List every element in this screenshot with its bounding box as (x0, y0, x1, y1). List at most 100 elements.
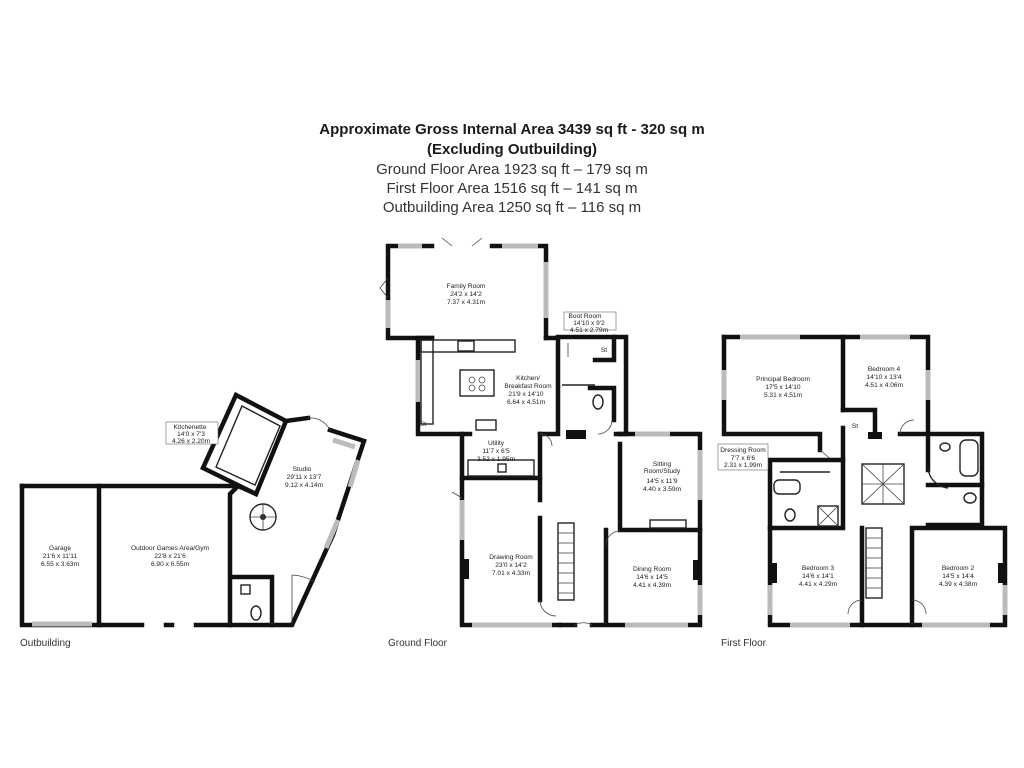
room-principal-bedroom: Principal Bedroom 17'5 x 14'10 5.31 x 4.… (756, 376, 810, 399)
ground-floor-plan (379, 237, 703, 628)
chimney-breast (566, 430, 586, 439)
room-dressing-room: Dressing Room 7'7 x 6'6 2.31 x 1.99m (717, 443, 769, 471)
svg-text:21'6 x 11'11: 21'6 x 11'11 (43, 553, 78, 560)
svg-text:4.41 x 4.39m: 4.41 x 4.39m (633, 582, 672, 589)
boot-store-wall (592, 334, 617, 363)
svg-text:4.51 x 2.79m: 4.51 x 2.79m (570, 327, 609, 334)
dining-room-fireplace (693, 560, 700, 580)
kitchen-store-label: St (420, 421, 426, 428)
svg-text:7.37 x 4.31m: 7.37 x 4.31m (447, 299, 486, 306)
svg-text:Studio: Studio (293, 466, 312, 473)
title-excluding: (Excluding Outbuilding) (427, 141, 597, 158)
svg-text:22'8 x 21'6: 22'8 x 21'6 (154, 553, 186, 560)
kitchen-counter-top (420, 339, 516, 353)
svg-text:Utility: Utility (488, 440, 505, 447)
corner-shower (927, 467, 949, 489)
svg-text:Principal Bedroom: Principal Bedroom (756, 376, 810, 383)
room-bedroom-4: Bedroom 4 14'10 x 13'4 4.51 x 4.06m (865, 366, 904, 389)
family-side-doors (379, 277, 389, 299)
svg-text:Kitchen/: Kitchen/ (516, 375, 540, 382)
boot-wc-wall (587, 385, 617, 423)
family-bathroom-wall (925, 431, 985, 528)
svg-text:2.31 x 1.99m: 2.31 x 1.99m (724, 462, 763, 469)
room-studio: Studio 29'11 x 13'7 9.12 x 4.14m (285, 466, 324, 489)
utility-wall (459, 431, 543, 481)
kitchenette-counter (215, 405, 281, 486)
boot-wc-icon (592, 394, 604, 410)
room-outdoor-games: Outdoor Games Area/Gym 22'8 x 21'6 6.90 … (131, 545, 210, 568)
svg-text:14'10 x 13'4: 14'10 x 13'4 (866, 374, 901, 381)
svg-text:Sitting: Sitting (653, 461, 672, 468)
svg-text:Boot Room: Boot Room (569, 313, 602, 320)
studio-door (291, 574, 316, 625)
room-sitting-room: Sitting Room/Study 14'5 x 11'9 4.40 x 3.… (643, 461, 682, 493)
svg-text:4.26 x 2.20m: 4.26 x 2.20m (172, 438, 211, 445)
studio-window-top (332, 437, 356, 450)
svg-text:17'5 x 14'10: 17'5 x 14'10 (765, 384, 800, 391)
svg-text:Outdoor Games Area/Gym: Outdoor Games Area/Gym (131, 545, 210, 552)
svg-text:Bedroom 3: Bedroom 3 (802, 565, 835, 572)
boot-room-label-box (563, 311, 617, 331)
svg-text:6.90 x 6.55m: 6.90 x 6.55m (151, 561, 190, 568)
bedroom2-wall (909, 525, 1008, 628)
boot-store-label: St (601, 347, 607, 354)
bedroom4-lower-wall (840, 407, 878, 437)
svg-text:4.41 x 4.29m: 4.41 x 4.29m (799, 581, 838, 588)
first-floor-area: First Floor Area 1516 sq ft – 141 sq m (386, 180, 638, 197)
shower-ensuite (817, 505, 839, 527)
studio-door-arc (307, 417, 331, 431)
svg-text:14'5 x 14'4: 14'5 x 14'4 (942, 573, 974, 580)
svg-text:Family Room: Family Room (447, 283, 486, 290)
svg-text:9.12 x 4.14m: 9.12 x 4.14m (285, 482, 324, 489)
room-drawing-room: Drawing Room 23'0 x 14'2 7.01 x 4.33m (489, 554, 533, 577)
bath-family (959, 439, 979, 477)
caption-ground-floor: Ground Floor (388, 638, 448, 649)
caption-first-floor: First Floor (721, 638, 767, 649)
ground-staircase (557, 522, 575, 601)
caption-outbuilding: Outbuilding (20, 638, 71, 649)
svg-text:29'11 x 13'7: 29'11 x 13'7 (287, 474, 322, 481)
studio-window-lower (323, 519, 341, 549)
hob (457, 340, 475, 352)
svg-text:11'7 x 6'5: 11'7 x 6'5 (482, 448, 510, 455)
kitchen-sink (475, 419, 497, 431)
outbuilding-plan (19, 391, 367, 628)
drawing-room-wall (459, 475, 563, 628)
room-dining-room: Dining Room 14'6 x 14'5 4.41 x 4.39m (633, 566, 672, 589)
dressing-ensuite-wall (767, 457, 846, 531)
svg-text:Garage: Garage (49, 545, 71, 552)
svg-text:Dining Room: Dining Room (633, 566, 672, 573)
svg-text:14'0 x 7'3: 14'0 x 7'3 (177, 431, 205, 438)
svg-text:21'9 x 14'10: 21'9 x 14'10 (508, 391, 543, 398)
room-bedroom-2: Bedroom 2 14'5 x 14'4 4.39 x 4.38m (939, 565, 978, 588)
outbuilding-area: Outbuilding Area 1250 sq ft – 116 sq m (382, 199, 642, 216)
svg-text:Room/Study: Room/Study (644, 468, 681, 475)
svg-text:24'2 x 14'2: 24'2 x 14'2 (450, 291, 482, 298)
svg-text:4.51 x 4.06m: 4.51 x 4.06m (865, 382, 904, 389)
room-utility: Utility 11'7 x 6'5 3.52 x 1.95m (477, 440, 516, 463)
svg-text:7'7 x 6'6: 7'7 x 6'6 (731, 455, 755, 462)
kitchen-counter-left (420, 339, 434, 425)
ground-stair-treads (558, 532, 574, 594)
svg-text:4.40 x 3.59m: 4.40 x 3.59m (643, 486, 682, 493)
studio-wall-a (283, 415, 311, 424)
studio-wc-icon (250, 605, 262, 621)
family-room-wall-left (385, 243, 435, 341)
svg-text:14'6 x 14'1: 14'6 x 14'1 (802, 573, 834, 580)
svg-text:Breakfast Room: Breakfast Room (504, 383, 552, 390)
svg-text:Drawing Room: Drawing Room (489, 554, 533, 561)
studio-basin (240, 584, 251, 595)
svg-text:6.64 x 4.51m: 6.64 x 4.51m (507, 399, 546, 406)
family-french-doors (441, 237, 483, 247)
svg-text:7.01 x 4.33m: 7.01 x 4.33m (492, 570, 531, 577)
room-kitchenette: Kitchenette 14'0 x 7'3 4.26 x 2.20m (165, 421, 219, 445)
drawing-room-fireplace (462, 559, 469, 579)
front-door-arc (574, 622, 593, 626)
studio-wc-wall (229, 574, 275, 628)
svg-text:6.55 x 3.63m: 6.55 x 3.63m (41, 561, 80, 568)
svg-text:3.52 x 1.95m: 3.52 x 1.95m (477, 456, 516, 463)
title-area: Approximate Gross Internal Area 3439 sq … (319, 121, 705, 138)
room-bedroom-3: Bedroom 3 14'6 x 14'1 4.41 x 4.29m (799, 565, 838, 588)
studio-window-right (347, 459, 361, 488)
